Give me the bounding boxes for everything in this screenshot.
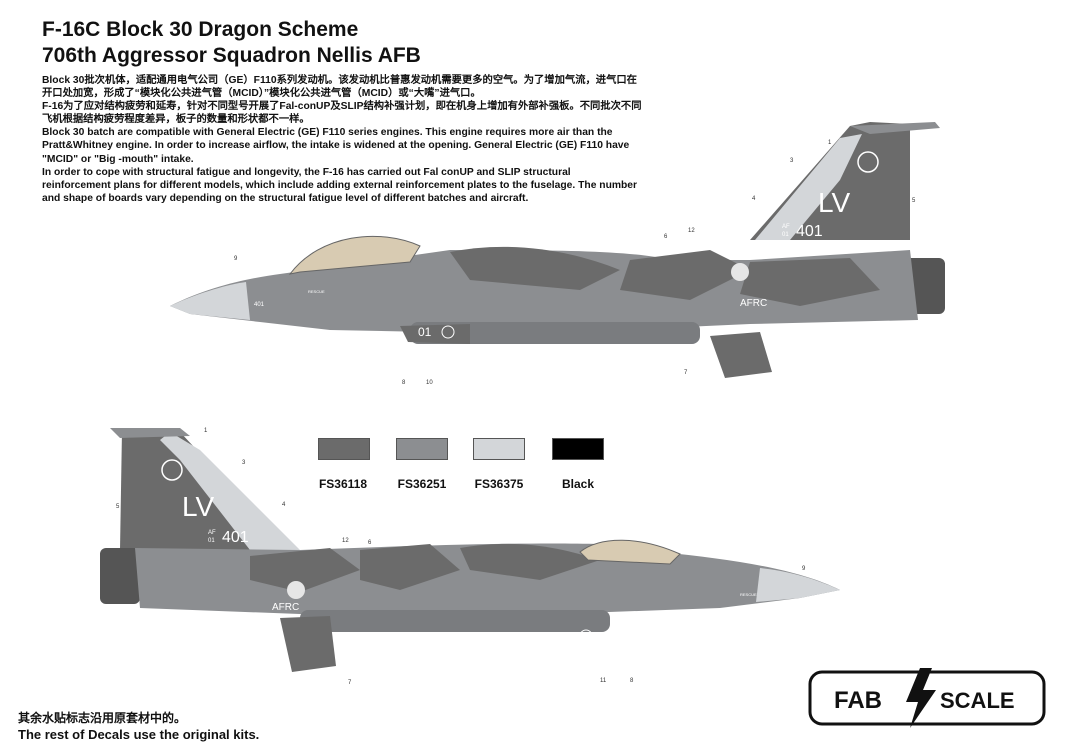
top-callout-9: 9 — [234, 256, 238, 262]
bottom-af: AF — [208, 530, 216, 536]
top-nose-number: 401 — [254, 302, 265, 308]
bottom-rescue: RESCUE — [740, 592, 757, 597]
bottom-callout-5: 5 — [116, 504, 120, 510]
bottom-star-insignia — [287, 581, 305, 599]
bottom-tail-light — [160, 432, 300, 550]
top-callout-8: 8 — [402, 380, 406, 386]
top-canopy — [288, 235, 421, 275]
top-unit: AFRC — [740, 298, 767, 309]
bottom-callout-7: 7 — [348, 680, 352, 686]
top-ventral-fin — [710, 332, 772, 378]
top-ventral-pod — [410, 322, 700, 344]
swatch-label-fs36251: FS36251 — [397, 477, 447, 491]
logo-text-right: SCALE — [940, 688, 1015, 713]
top-callout-6: 6 — [664, 234, 668, 240]
bottom-tail-cap — [110, 428, 190, 438]
bottom-camo-dark-1 — [250, 548, 360, 592]
bottom-af-yr: 01 — [208, 538, 215, 544]
desc-en-2: In order to cope with structural fatigue… — [42, 166, 638, 204]
footer-note-zh: 其余水贴标志沿用原套材中的。 — [18, 711, 187, 725]
bottom-inset-badge — [579, 629, 593, 643]
swatch-label-fs36375: FS36375 — [474, 477, 524, 491]
title-line-1: F-16C Block 30 Dragon Scheme — [42, 18, 359, 41]
fab-scale-logo: FAB SCALE — [808, 668, 1046, 728]
aircraft-profile-bottom: LV 401 AF 01 AFRC 401 01 RESCUE 1 3 4 5 … — [100, 428, 840, 686]
description-block: Block 30批次机体，适配通用电气公司（GE）F110系列发动机。该发动机比… — [42, 74, 642, 205]
swatch-fs36118 — [318, 438, 370, 460]
bottom-callout-9: 9 — [802, 566, 806, 572]
lightning-bolt-icon — [906, 668, 936, 728]
logo-text-left: FAB — [834, 687, 882, 714]
bottom-serial: 401 — [222, 529, 249, 546]
bottom-ventral-fin — [280, 616, 336, 672]
bottom-gear-number: 01 — [608, 629, 622, 643]
desc-zh-1: Block 30批次机体，适配通用电气公司（GE）F110系列发动机。该发动机比… — [42, 75, 637, 100]
top-rescue: RESCUE — [308, 289, 325, 294]
bottom-canopy — [579, 539, 681, 565]
title-line-2: 706th Aggressor Squadron Nellis AFB — [42, 44, 421, 67]
top-callout-3: 3 — [790, 158, 794, 164]
bottom-tail-code: LV — [182, 491, 214, 522]
bottom-callout-1: 1 — [204, 428, 208, 434]
top-tail-light — [755, 134, 862, 240]
top-callout-4: 4 — [752, 196, 756, 202]
desc-zh-2: F-16为了应对结构疲劳和延寿，针对不同型号开展了Fal-conUP及SLIP结… — [42, 101, 642, 126]
top-callout-12: 12 — [688, 228, 695, 234]
swatch-fs36251 — [396, 438, 448, 460]
bottom-camo-dark-2 — [360, 544, 460, 590]
top-gear-number: 01 — [418, 325, 432, 339]
swatch-fs36375 — [473, 438, 525, 460]
top-callout-7: 7 — [684, 370, 688, 376]
top-inset-badge — [441, 325, 455, 339]
top-af: AF — [782, 224, 790, 230]
bottom-callout-6: 6 — [368, 540, 372, 546]
bottom-nose-number: 401 — [774, 608, 785, 614]
top-tail-cap — [850, 122, 940, 134]
bottom-unit: AFRC — [272, 602, 299, 613]
top-tail-code: LV — [818, 187, 850, 218]
aircraft-profile-top: LV 401 AF 01 AFRC 401 01 RESCUE 1 3 4 5 … — [170, 122, 945, 386]
top-callout-5: 5 — [912, 198, 916, 204]
top-camo-dark-3 — [740, 258, 880, 306]
top-callout-10: 10 — [426, 380, 433, 386]
top-nose-radome — [170, 282, 250, 320]
bottom-squadron-badge — [161, 459, 183, 481]
top-callout-1: 1 — [828, 140, 832, 146]
bottom-ventral-pod — [300, 610, 610, 632]
top-squadron-badge — [857, 151, 879, 173]
swatch-label-black: Black — [561, 477, 595, 491]
top-af-yr: 01 — [782, 232, 789, 238]
top-camo-dark-1 — [450, 246, 620, 290]
bottom-exhaust — [100, 548, 140, 604]
top-intake — [400, 324, 470, 344]
bottom-callout-4: 4 — [282, 502, 286, 508]
swatch-black — [552, 438, 604, 460]
bottom-callout-3: 3 — [242, 460, 246, 466]
bottom-camo-dark-3 — [460, 543, 600, 580]
top-camo-dark-2 — [620, 250, 750, 300]
bottom-callout-11: 11 — [600, 678, 607, 684]
bottom-callout-12: 12 — [342, 538, 349, 544]
desc-en-1: Block 30 batch are compatible with Gener… — [42, 127, 630, 165]
top-serial: 401 — [796, 223, 823, 240]
bottom-callout-8: 8 — [630, 678, 634, 684]
swatch-label-fs36118: FS36118 — [318, 477, 368, 491]
bottom-nose-radome — [756, 568, 840, 602]
footer-note-en: The rest of Decals use the original kits… — [18, 727, 260, 742]
top-star-insignia — [731, 263, 749, 281]
